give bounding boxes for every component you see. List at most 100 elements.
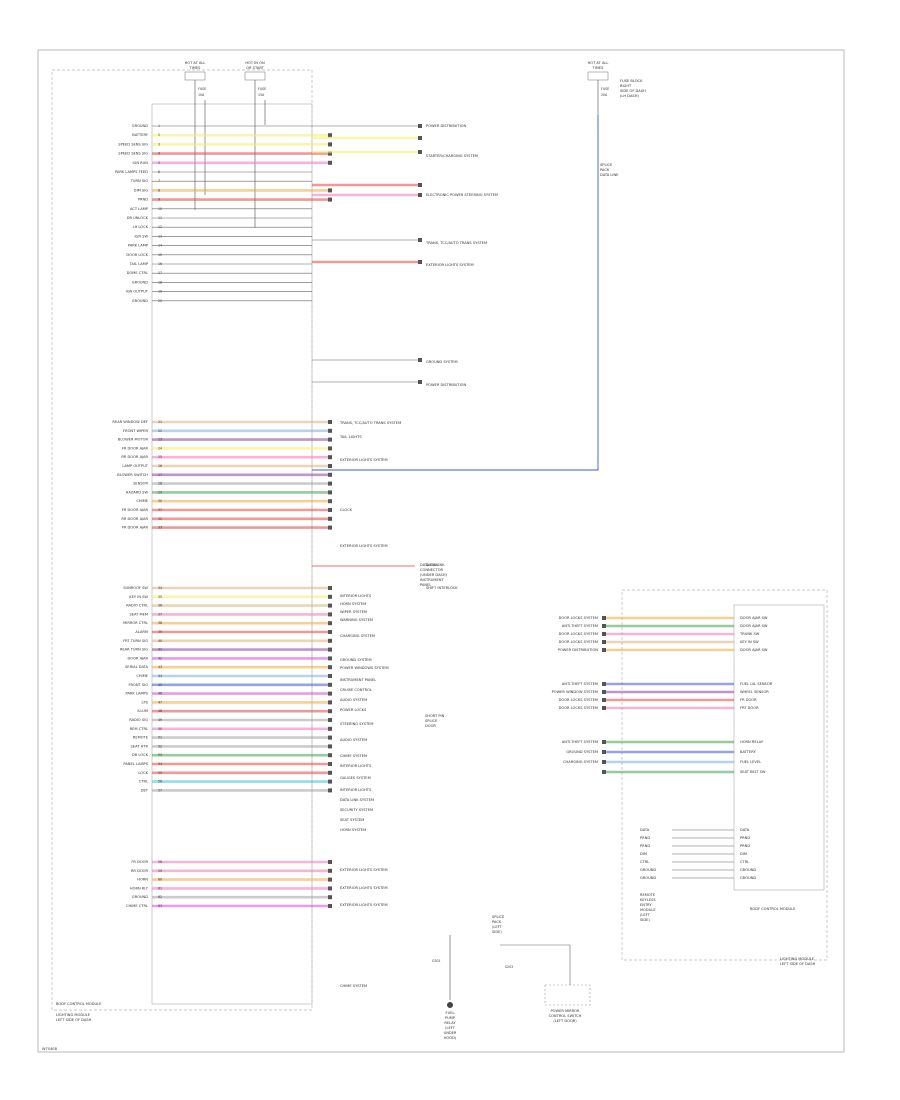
destination-label: CHARGING SYSTEM <box>340 634 375 638</box>
destination-label: INSTRUMENT PANEL <box>340 678 376 682</box>
right-side-note: PACK <box>600 168 610 172</box>
right-pin-label: FRT DOOR <box>740 706 759 710</box>
connector-pin <box>418 193 422 197</box>
module-caption-right-2: LEFT SIDE OF DASH <box>780 962 816 966</box>
connector-pin <box>602 632 606 636</box>
mirror-switch-note: POWER MIRROR <box>551 1009 580 1013</box>
pin-label: FR DOOR AJAR <box>122 526 149 530</box>
pin-number: 10 <box>158 207 162 211</box>
right-lower-pin: DIM <box>740 852 747 856</box>
right-destination-label: DOOR LOCKS SYSTEM <box>559 706 598 710</box>
right-pin-label: FR DOOR <box>740 698 757 702</box>
destination-label: GROUND SYSTEM <box>426 360 458 364</box>
destination-label: SECURITY SYSTEM <box>340 808 373 812</box>
right-destination-label: CHARGING SYSTEM <box>563 760 598 764</box>
pin-number: 37 <box>158 612 162 616</box>
connector-pin <box>328 691 332 696</box>
connector-pin <box>328 647 332 652</box>
destination-label: SHIFT INTERLOCK <box>426 586 458 590</box>
right-destination-label: DOOR LOCKS SYSTEM <box>559 616 598 620</box>
pin-label: CHIME CTRL <box>126 904 148 908</box>
right-module-box <box>733 604 825 891</box>
destination-label: CLOCK <box>340 508 353 512</box>
fuse-caption: OR START <box>246 66 264 70</box>
fuel-pump-note: (LEFT <box>445 1026 456 1030</box>
connector-pin <box>418 260 422 264</box>
pin-label: REAR TURN SIG <box>120 648 148 652</box>
right-lower-label: PRND <box>640 836 650 840</box>
pin-number: 56 <box>158 780 162 784</box>
right-pin-label: DOOR AJAR SW <box>740 624 768 628</box>
data-link-note: (UNDER DASH) <box>420 573 448 577</box>
connector-pin <box>328 472 332 477</box>
pin-number: 16 <box>158 262 162 266</box>
data-link-note: DATA LINK <box>420 563 439 567</box>
left-module-label: BODY CONTROL MODULE <box>56 1002 102 1006</box>
connector-pin <box>602 682 606 686</box>
pin-number: 40 <box>158 639 162 643</box>
connector-pin <box>602 616 606 620</box>
connector-pin <box>328 160 332 165</box>
right-pin-label: KEY IN SW <box>740 640 759 644</box>
right-destination-label: POWER WINDOW SYSTEM <box>552 690 598 694</box>
pin-label: FRONT SIG <box>128 683 148 687</box>
connector-pin <box>602 770 606 774</box>
fuse-label: FUSE <box>198 87 206 91</box>
left-module-box <box>51 69 313 1011</box>
connector-pin <box>328 665 332 670</box>
pin-number: 36 <box>158 604 162 608</box>
pin-label: SPEED SENS SIG <box>118 152 148 156</box>
destination-label: STEERING SYSTEM <box>340 722 374 726</box>
connector-pin <box>328 508 332 512</box>
right-pin-label: WHEEL SENSOR <box>740 690 769 694</box>
right-lower-pin: GROUND <box>740 876 756 880</box>
right-pin-label: DOOR AJAR SW <box>740 616 768 620</box>
pin-number: 23 <box>158 438 162 442</box>
right-destination-label: DOOR LOCKS SYSTEM <box>559 698 598 702</box>
right-lower-pin: GROUND <box>740 868 756 872</box>
connector-pin <box>602 640 606 644</box>
right-lower-pin: CTRL <box>740 860 749 864</box>
pin-label: PARK LAMPS <box>126 692 149 696</box>
pin-number: 6 <box>158 170 160 174</box>
pin-number: 31 <box>158 508 162 512</box>
destination-label: AUDIO SYSTEM <box>340 738 367 742</box>
fuse-box <box>184 71 206 81</box>
destination-label: EXTERIOR LIGHTS SYSTEM <box>340 903 388 907</box>
destination-label: SEAT SYSTEM <box>340 818 364 822</box>
pin-number: 48 <box>158 709 162 713</box>
splice-label: S203 <box>505 965 513 969</box>
pin-label: LPS <box>142 700 149 704</box>
destination-label: POWER DISTRIBUTION <box>426 383 466 387</box>
pin-number: 58 <box>158 860 162 864</box>
pin-label: LH LOCK <box>133 225 149 229</box>
connector-pin <box>328 188 332 193</box>
pin-number: 46 <box>158 692 162 696</box>
module-caption-left-2: LEFT SIDE OF DASH <box>56 1018 92 1022</box>
blue-signal-wire <box>312 115 599 471</box>
destination-label: HORN SYSTEM <box>340 828 366 832</box>
pin-number: 47 <box>158 700 162 704</box>
pin-number: 60 <box>158 878 162 882</box>
right-destination-label: DOOR LOCKS SYSTEM <box>559 632 598 636</box>
connector-pin <box>328 877 332 882</box>
destination-label: POWER LOCKS <box>340 708 367 712</box>
data-link-note: CONNECTOR <box>420 568 444 572</box>
connector-pin <box>328 700 332 705</box>
fuse-caption: TIMES <box>189 66 202 70</box>
pin-number: 19 <box>158 290 162 294</box>
pin-label: RADIO CTRL <box>126 604 148 608</box>
connector-pin <box>328 718 332 722</box>
keyless-module-note: SIDE) <box>640 918 650 922</box>
connector-pin <box>328 490 332 495</box>
connector-pin <box>328 594 332 599</box>
connector-pin <box>328 868 332 873</box>
connector-pin <box>328 525 332 530</box>
pin-label: PRND <box>138 198 148 202</box>
pin-label: GROUND <box>132 280 148 284</box>
splice-pack-note: SIDE) <box>492 930 502 934</box>
right-destination-label: GROUND SYSTEM <box>566 750 598 754</box>
connector-pin <box>328 726 332 731</box>
pin-number: 28 <box>158 482 162 486</box>
